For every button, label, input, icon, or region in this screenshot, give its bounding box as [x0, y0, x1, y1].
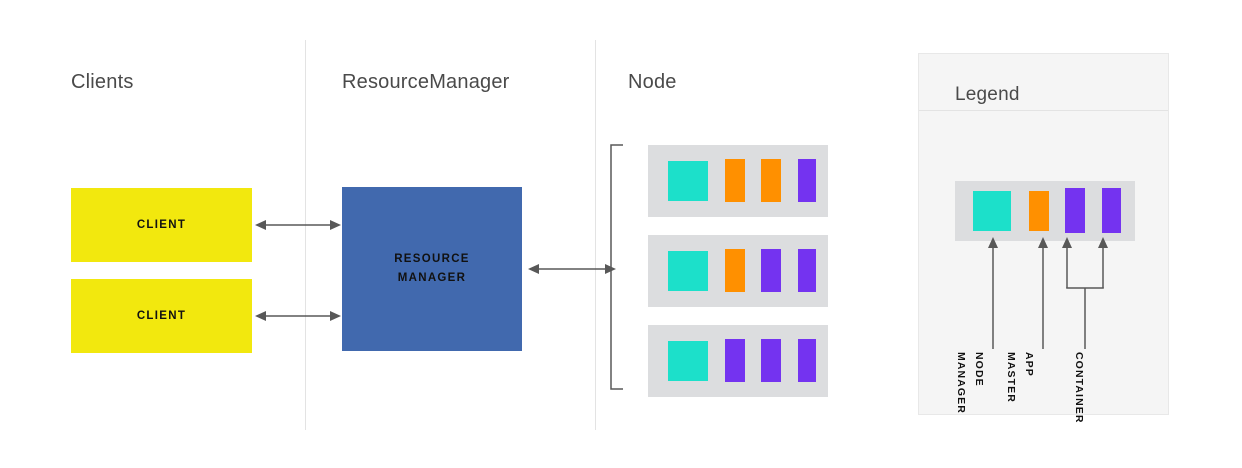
legend-leader-node-manager	[988, 237, 998, 349]
node-row-2-cell-container-2[interactable]	[798, 249, 816, 292]
arrow-client1-to-resourcemanager	[255, 220, 341, 230]
legend-swatch-node-manager[interactable]	[973, 191, 1011, 231]
node-row-3-cell-container-1[interactable]	[725, 339, 745, 382]
arrow-resourcemanager-to-node	[528, 264, 616, 274]
node-row-1[interactable]	[648, 145, 828, 217]
client-box-2-label: CLIENT	[136, 310, 187, 322]
legend-leader-app-master	[1038, 237, 1048, 349]
node-row-3-cell-container-3[interactable]	[798, 339, 816, 382]
node-row-2[interactable]	[648, 235, 828, 307]
legend-label-container: CONTAINER	[1073, 352, 1085, 424]
arrow-client2-to-resourcemanager	[255, 311, 341, 321]
column-title-resourcemanager: ResourceManager	[342, 71, 510, 93]
legend-title: Legend	[955, 84, 1020, 105]
legend-header	[919, 54, 1168, 111]
node-row-3-cell-node-manager[interactable]	[668, 341, 708, 381]
node-row-2-cell-node-manager[interactable]	[668, 251, 708, 291]
legend-node-strip	[955, 181, 1135, 241]
node-row-3[interactable]	[648, 325, 828, 397]
node-row-1-cell-app-master-2[interactable]	[761, 159, 781, 202]
legend-panel: Legend MANAGER NODE MASTER	[918, 53, 1169, 424]
legend-label-app-master-part1: APP	[1023, 352, 1035, 377]
node-row-1-cell-node-manager[interactable]	[668, 161, 708, 201]
divider-clients-resourcemanager	[305, 40, 306, 430]
node-row-1-cell-app-master-1[interactable]	[725, 159, 745, 202]
node-row-2-cell-app-master-1[interactable]	[725, 249, 745, 292]
client-box-2[interactable]: CLIENT	[71, 279, 252, 353]
column-title-clients: Clients	[71, 71, 134, 93]
legend-label-node-manager-part2: MANAGER	[955, 352, 967, 414]
column-title-node: Node	[628, 71, 677, 93]
legend-label-app-master-part2: MASTER	[1005, 352, 1017, 403]
legend-leader-container	[1062, 237, 1108, 349]
legend-swatch-container-2[interactable]	[1102, 188, 1121, 233]
node-row-1-cell-container-1[interactable]	[798, 159, 816, 202]
client-box-1[interactable]: CLIENT	[71, 188, 252, 262]
legend-swatch-container-1[interactable]	[1065, 188, 1085, 233]
legend-swatch-app-master[interactable]	[1029, 191, 1049, 231]
node-group-bracket	[610, 144, 623, 390]
legend-label-node-manager-part1: NODE	[973, 352, 985, 387]
resource-manager-label-line1: RESOURCE	[394, 253, 470, 266]
divider-resourcemanager-node	[595, 40, 596, 430]
resource-manager-box[interactable]: RESOURCE MANAGER	[342, 187, 522, 351]
resource-manager-label-line2: MANAGER	[397, 272, 467, 284]
node-row-3-cell-container-2[interactable]	[761, 339, 781, 382]
node-row-2-cell-container-1[interactable]	[761, 249, 781, 292]
client-box-1-label: CLIENT	[136, 219, 187, 231]
